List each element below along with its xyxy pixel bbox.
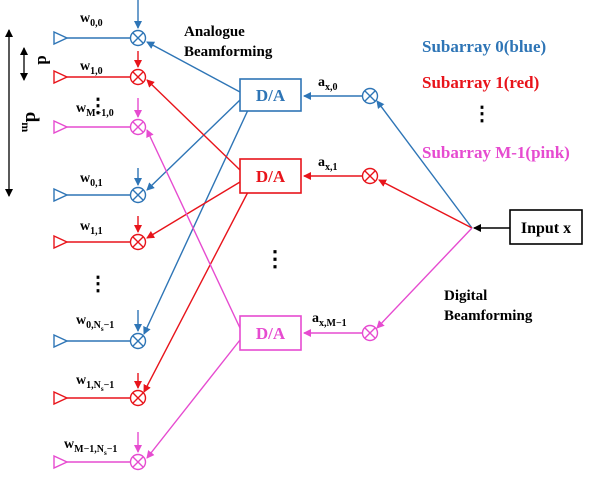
input-fanout-lines (376, 100, 473, 329)
da-converter-red: D/A (239, 158, 302, 194)
spacing-d-label: d (34, 55, 53, 65)
weight-label-0-1: w0,1 (80, 171, 103, 189)
svg-text:D/A: D/A (256, 167, 286, 186)
da-converter-pink: D/A (239, 315, 302, 351)
antenna-icon (53, 69, 69, 85)
digital-title-line2: Beamforming (444, 308, 533, 324)
multiplier-icon (361, 87, 379, 105)
antenna-row-0-0 (53, 0, 147, 47)
weight-label-0-0: w0,0 (80, 11, 103, 29)
antenna-icon (53, 187, 69, 203)
red-analogue-links (143, 79, 249, 393)
subarray-legend: Subarray 0(blue) Subarray 1(red) ⋮ Subar… (422, 37, 570, 162)
legend-subarray-m1: Subarray M-1(pink) (422, 143, 570, 162)
phase-shifter-icon (129, 118, 147, 136)
spacing-dm-indicator: dm (5, 29, 42, 197)
weight-label-1-ns1: w1,Ns−1 (76, 373, 114, 393)
digital-multiplier-pink (303, 324, 379, 342)
weight-label-1-1: w1,1 (80, 219, 103, 237)
weight-label-1-0: w1,0 (80, 59, 103, 77)
svg-text:D/A: D/A (256, 324, 286, 343)
antenna-icon (53, 454, 69, 470)
weight-label-m1-0: wM−1,0 (76, 101, 114, 119)
phase-shifter-icon (129, 389, 147, 407)
digital-multiplier-red (303, 167, 379, 185)
blue-analogue-links (143, 41, 249, 335)
da-ellipsis: ⋮ (264, 246, 286, 271)
antenna-row-1-ns1 (53, 373, 147, 407)
digital-multiplier-blue (303, 87, 379, 105)
antenna-icon (53, 119, 69, 135)
antenna-icon (53, 30, 69, 46)
antenna-row-0-1 (53, 168, 147, 204)
da-converter-blue: D/A (239, 78, 302, 112)
antenna-row-1-1 (53, 216, 147, 251)
digital-weight-m1: ax,M−1 (312, 311, 347, 329)
spacing-dm-label: dm (19, 112, 42, 133)
antenna-ellipsis-1: ⋮ (88, 95, 108, 117)
weight-label-m1-ns1: wM−1,Ns−1 (64, 437, 117, 457)
analogue-title-line1: Analogue (184, 24, 245, 40)
digital-title-line1: Digital (444, 288, 487, 304)
phase-shifter-icon (129, 233, 147, 251)
legend-ellipsis: ⋮ (472, 103, 492, 125)
antenna-ellipsis-2: ⋮ (88, 273, 108, 295)
input-box: Input x (509, 209, 583, 245)
digital-weight-0: ax,0 (318, 75, 338, 93)
phase-shifter-icon (129, 29, 147, 47)
phase-shifter-icon (129, 68, 147, 86)
multiplier-icon (361, 324, 379, 342)
phase-shifter-icon (129, 186, 147, 204)
weight-label-0-ns1: w0,Ns−1 (76, 313, 114, 333)
digital-weight-1: ax,1 (318, 155, 338, 173)
multiplier-icon (361, 167, 379, 185)
antenna-row-m1-0 (53, 98, 147, 136)
antenna-row-m1-ns1 (53, 432, 147, 471)
legend-subarray-1: Subarray 1(red) (422, 73, 539, 92)
pink-analogue-links (146, 129, 241, 459)
phase-shifter-icon (129, 453, 147, 471)
antenna-icon (53, 333, 69, 349)
input-label: Input x (521, 220, 571, 237)
phase-shifter-icon (129, 332, 147, 350)
spacing-d-indicator: d (20, 47, 53, 81)
analogue-title-line2: Beamforming (184, 44, 273, 60)
legend-subarray-0: Subarray 0(blue) (422, 37, 546, 56)
antenna-row-0-ns1 (53, 310, 147, 350)
antenna-row-1-0 (53, 51, 147, 86)
svg-text:D/A: D/A (256, 86, 286, 105)
antenna-icon (53, 234, 69, 250)
antenna-icon (53, 390, 69, 406)
